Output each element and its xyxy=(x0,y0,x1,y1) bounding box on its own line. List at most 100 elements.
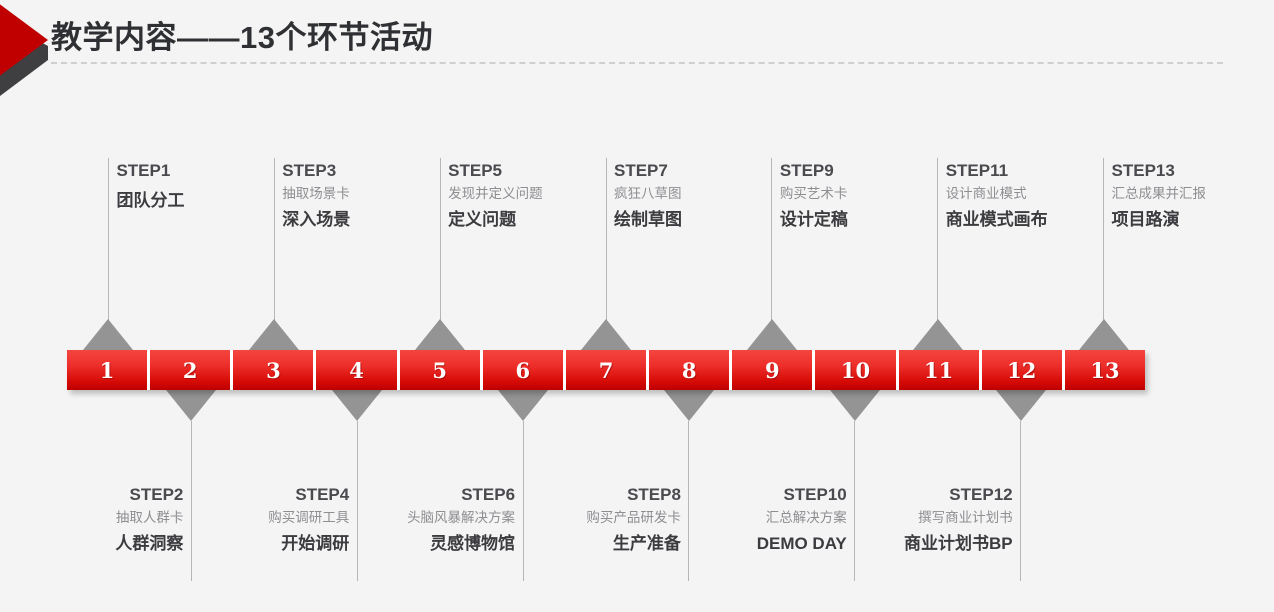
marker-triangle-up-icon xyxy=(581,319,631,350)
segment-number: 6 xyxy=(515,357,531,383)
step-number-label: STEP1 xyxy=(116,161,171,180)
timeline-segment[interactable]: 12 xyxy=(981,350,1065,390)
marker-triangle-down-icon xyxy=(995,390,1046,421)
marker-triangle-down-icon xyxy=(332,390,383,421)
step-name: 定义问题 xyxy=(448,209,517,229)
timeline-segment[interactable]: 11 xyxy=(898,350,982,390)
marker-triangle-up-icon xyxy=(1078,319,1129,350)
step-subtitle: 疯狂八草图 xyxy=(614,186,682,202)
step-name: 设计定稿 xyxy=(779,209,848,229)
title-divider xyxy=(51,62,1223,64)
step-name: 绘制草图 xyxy=(614,209,682,229)
segment-number: 5 xyxy=(432,357,448,383)
connector-stem xyxy=(107,158,109,320)
timeline-segment[interactable]: 1 xyxy=(67,350,151,390)
step-name: 深入场景 xyxy=(282,209,351,229)
segment-number: 11 xyxy=(924,357,954,383)
segment-number: 8 xyxy=(681,357,697,383)
step-number-label: STEP3 xyxy=(282,161,337,180)
connector-stem xyxy=(771,158,773,320)
connector-stem xyxy=(356,421,358,581)
segment-number: 9 xyxy=(765,357,780,383)
timeline-segment[interactable]: 6 xyxy=(482,350,566,390)
step-name: DEMO DAY xyxy=(756,533,847,553)
timeline-segment[interactable]: 4 xyxy=(316,350,400,390)
connector-stem xyxy=(937,158,939,320)
marker-triangle-up-icon xyxy=(912,319,963,350)
step-number-label: STEP11 xyxy=(945,161,1009,180)
step-block-step9[interactable]: STEP9 购买艺术卡设计定稿 xyxy=(780,160,940,232)
step-number-label: STEP9 xyxy=(779,161,834,180)
timeline-segment[interactable]: 13 xyxy=(1064,350,1146,390)
step-number-label: STEP10 xyxy=(783,485,847,504)
step-number-label: STEP7 xyxy=(614,161,668,180)
segment-number: 10 xyxy=(840,357,871,383)
page-title: 教学内容——13个环节活动 xyxy=(51,20,433,55)
step-number-label: STEP13 xyxy=(1111,161,1175,180)
step-subtitle: 设计商业模式 xyxy=(945,186,1027,202)
segment-number: 12 xyxy=(1007,357,1037,383)
marker-triangle-down-icon xyxy=(498,390,549,421)
timeline-segment[interactable]: 10 xyxy=(815,350,899,390)
segment-number: 2 xyxy=(182,357,198,383)
marker-triangle-up-icon xyxy=(83,319,134,350)
step-block-step7[interactable]: STEP7 疯狂八草图绘制草图 xyxy=(614,160,774,232)
segment-number: 7 xyxy=(598,357,614,383)
step-name: 人群洞察 xyxy=(115,533,184,553)
marker-triangle-down-icon xyxy=(166,390,217,421)
timeline-segment[interactable]: 8 xyxy=(649,350,733,390)
connector-stem xyxy=(273,158,275,320)
connector-stem xyxy=(190,421,192,581)
connector-stem xyxy=(688,421,690,581)
step-subtitle: 购买艺术卡 xyxy=(779,186,848,202)
step-name: 项目路演 xyxy=(1111,209,1180,229)
step-block-step10[interactable]: STEP10 汇总解决方案 DEMO DAY xyxy=(687,484,847,556)
segment-number: 1 xyxy=(99,357,115,383)
step-subtitle: 汇总成果并汇报 xyxy=(1111,186,1207,202)
step-subtitle: 抽取场景卡 xyxy=(282,186,350,202)
step-number-label: STEP12 xyxy=(949,485,1013,504)
marker-triangle-up-icon xyxy=(746,319,797,350)
timeline-segment[interactable]: 3 xyxy=(233,350,317,390)
step-number-label: STEP5 xyxy=(448,161,502,180)
connector-stem xyxy=(439,158,441,320)
step-name: 灵感博物馆 xyxy=(430,533,516,553)
marker-triangle-down-icon xyxy=(829,390,880,421)
step-number-label: STEP8 xyxy=(627,485,681,504)
step-subtitle: 发现并定义问题 xyxy=(448,186,543,202)
step-block-step13[interactable]: STEP13 汇总成果并汇报项目路演 xyxy=(1112,160,1272,232)
step-block-step12[interactable]: STEP12 撰写商业计划书商业计划书BP xyxy=(853,484,1013,556)
marker-triangle-up-icon xyxy=(249,319,300,350)
step-subtitle: 抽取人群卡 xyxy=(115,510,184,526)
step-block-step3[interactable]: STEP3 抽取场景卡深入场景 xyxy=(282,160,442,232)
timeline-segment[interactable]: 2 xyxy=(150,350,234,390)
connector-stem xyxy=(854,421,856,581)
timeline-segment[interactable]: 9 xyxy=(732,350,816,390)
step-name: 生产准备 xyxy=(612,533,681,553)
connector-stem xyxy=(1020,421,1022,581)
connector-stem xyxy=(1103,158,1105,320)
segment-number: 13 xyxy=(1090,357,1120,383)
timeline-segment[interactable]: 7 xyxy=(565,350,650,390)
step-name: 商业计划书BP xyxy=(903,533,1013,553)
segment-number: 3 xyxy=(266,357,281,383)
step-subtitle: 撰写商业计划书 xyxy=(918,510,1013,526)
step-number-label: STEP4 xyxy=(295,485,350,504)
step-name: 团队分工 xyxy=(116,191,185,211)
step-block-step4[interactable]: STEP4 购买调研工具开始调研 xyxy=(189,484,349,556)
step-block-step1[interactable]: STEP1 团队分工 xyxy=(116,160,276,222)
red-chevron-arrow-icon xyxy=(0,0,96,104)
segment-number: 4 xyxy=(349,357,364,383)
step-name: 开始调研 xyxy=(281,533,350,553)
connector-stem xyxy=(605,158,607,320)
step-block-step5[interactable]: STEP5 发现并定义问题定义问题 xyxy=(448,160,608,232)
timeline-segment[interactable]: 5 xyxy=(399,350,483,390)
step-subtitle: 购买调研工具 xyxy=(268,510,350,526)
step-subtitle: 汇总解决方案 xyxy=(765,510,847,526)
